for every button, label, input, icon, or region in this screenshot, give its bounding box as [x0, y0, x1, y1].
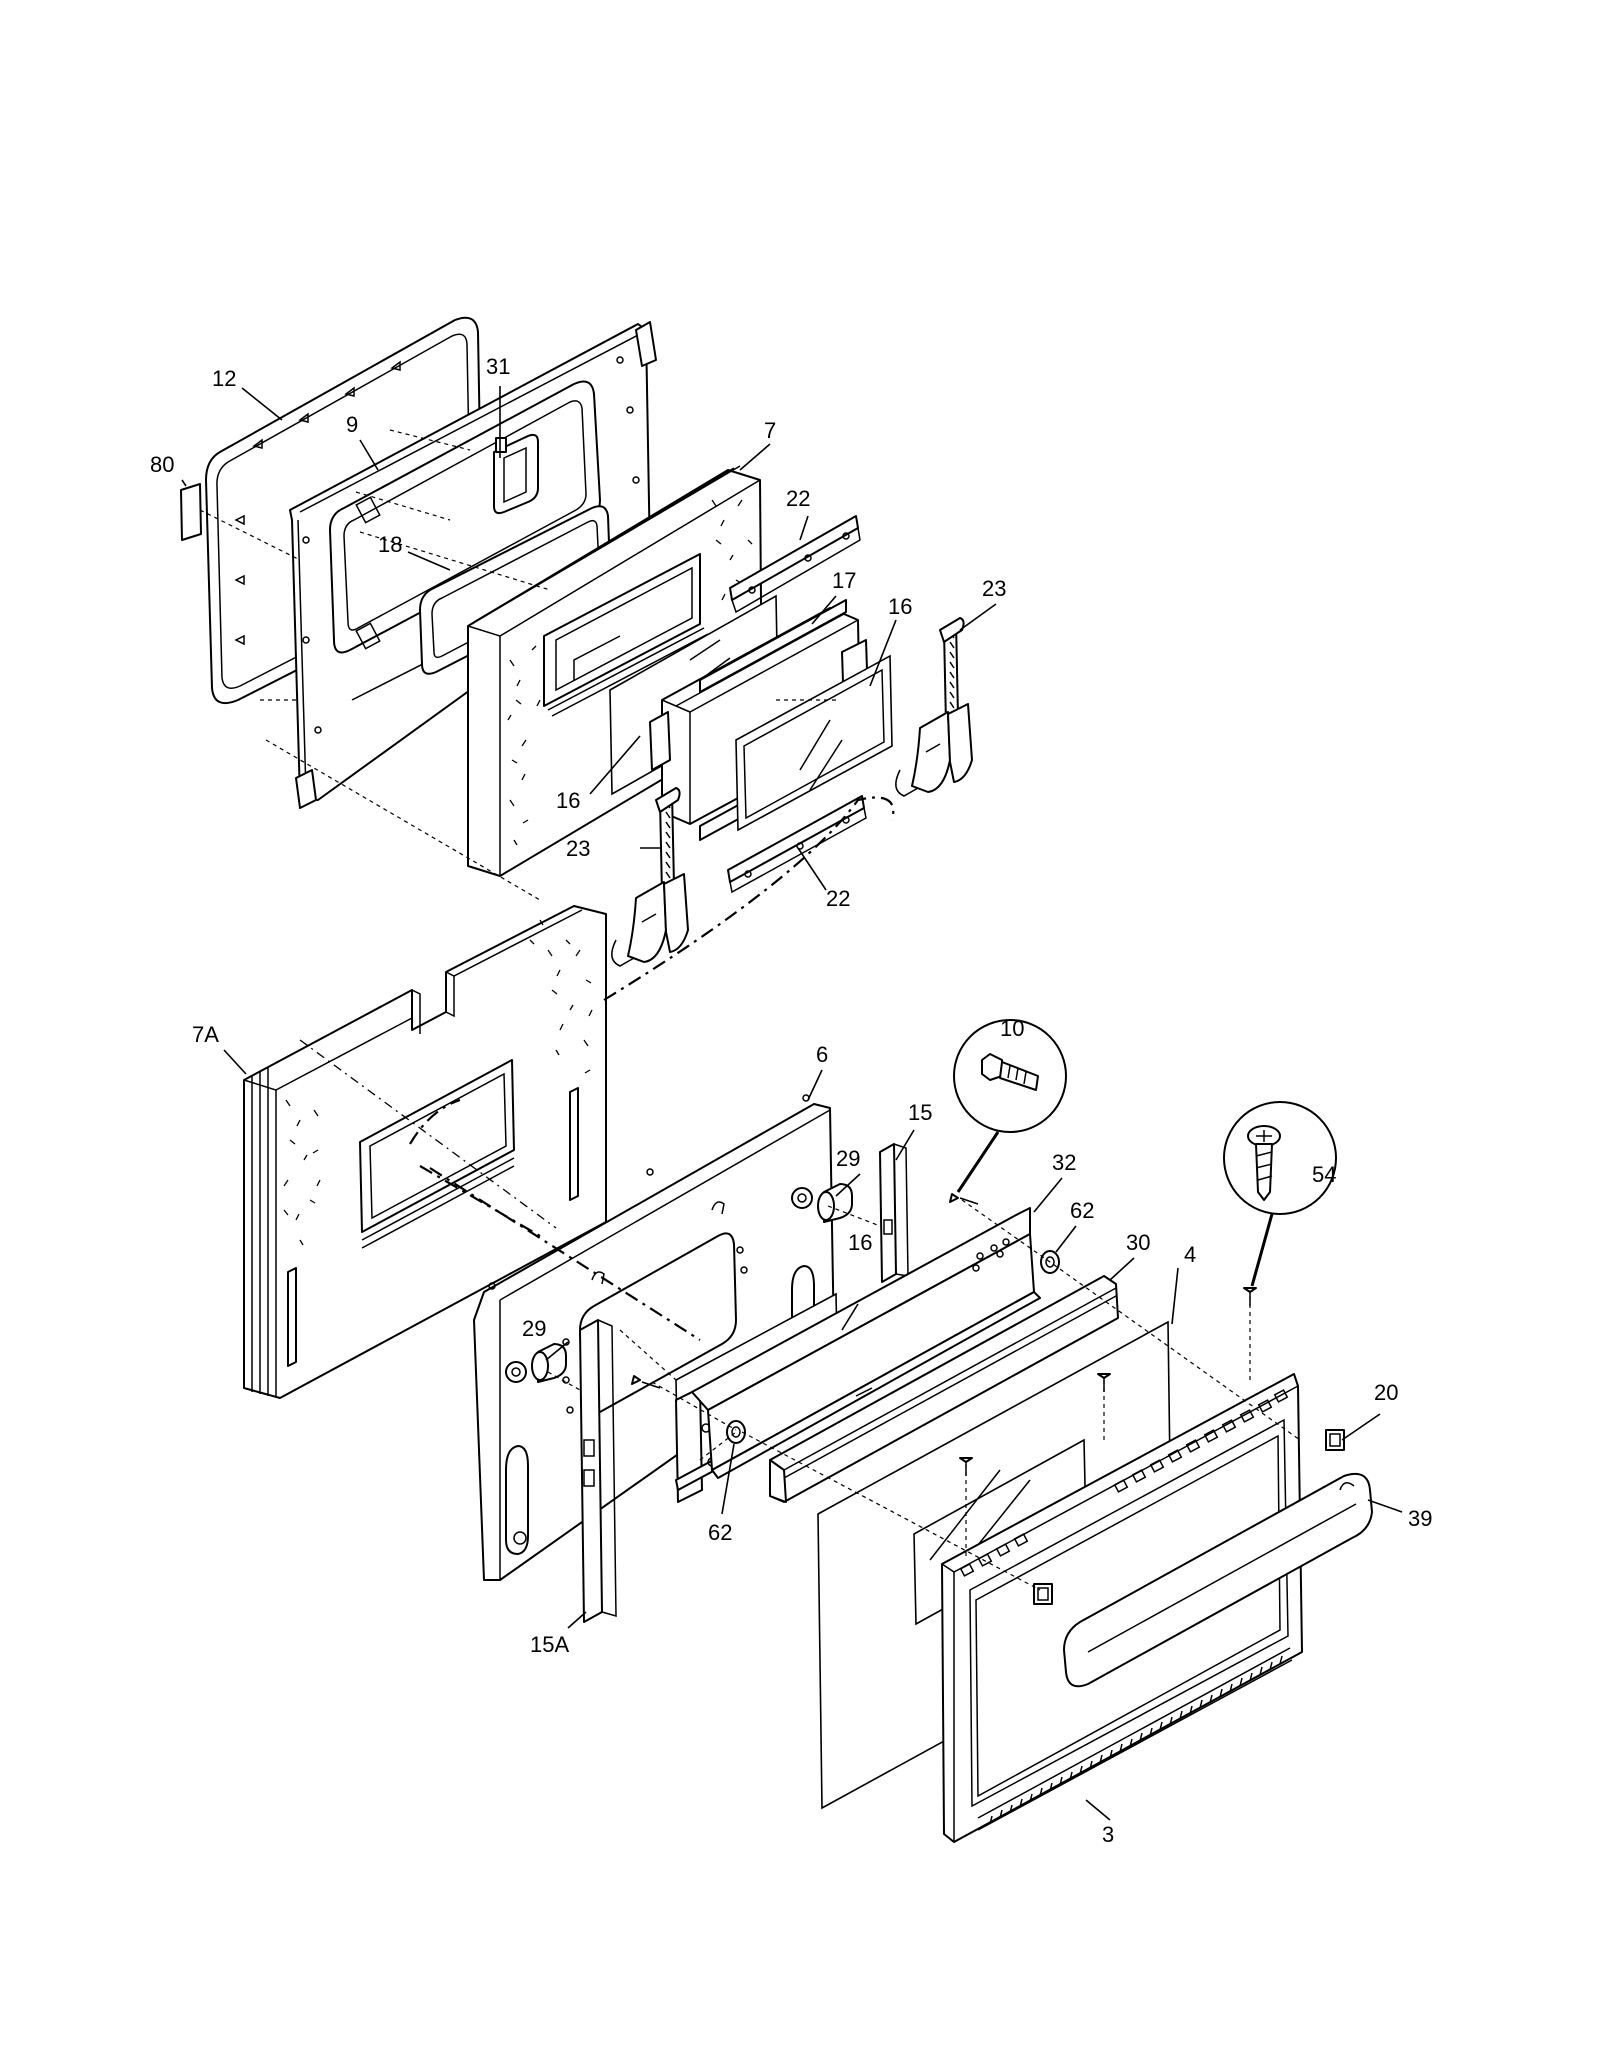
part-20-end-cap-lower	[1033, 1583, 1053, 1605]
callout-15a: 15A	[530, 1632, 569, 1657]
callout-29-lower: 29	[522, 1316, 546, 1341]
callout-23-right: 23	[982, 576, 1006, 601]
detail-circle-54	[1223, 1101, 1337, 1215]
part-62-spacer-lower	[726, 1420, 746, 1444]
callout-4: 4	[1184, 1242, 1196, 1267]
callout-10: 10	[1000, 1016, 1024, 1041]
part-39-handle	[1063, 1472, 1373, 1688]
part-32-channel	[691, 1207, 1041, 1479]
callout-16-left: 16	[556, 788, 580, 813]
part-7-insulation	[467, 465, 763, 877]
alignment-lines	[199, 429, 1301, 1591]
screw-lower-left	[631, 1375, 661, 1389]
callout-16-middle: 16	[848, 1230, 872, 1255]
callout-6: 6	[816, 1042, 828, 1067]
callout-20: 20	[1374, 1380, 1398, 1405]
part-23-hinge-right	[895, 617, 973, 797]
part-22-bottom-bracket	[727, 795, 867, 894]
callout-labels: 12 31 9 80 7 18 22 17 16 23 16 23 22 7A …	[150, 354, 1432, 1847]
part-31-bracket	[493, 433, 539, 515]
screw-upper-left	[949, 1193, 979, 1205]
callout-7a: 7A	[192, 1022, 219, 1047]
callout-22-bottom: 22	[826, 886, 850, 911]
part-15-bracket	[879, 1143, 909, 1283]
callout-3: 3	[1102, 1822, 1114, 1847]
part-22-top-bracket	[729, 515, 861, 614]
part-80-clip	[180, 483, 202, 541]
callout-31: 31	[486, 354, 510, 379]
callout-32: 32	[1052, 1150, 1076, 1175]
callout-17: 17	[832, 568, 856, 593]
detail-circle-10	[953, 1019, 1067, 1133]
part-16-glass-upper-right	[735, 654, 893, 832]
callout-30: 30	[1126, 1230, 1150, 1255]
callout-54: 54	[1312, 1162, 1336, 1187]
callout-18: 18	[378, 532, 402, 557]
part-15a-bracket	[579, 1319, 617, 1623]
callout-80: 80	[150, 452, 174, 477]
callout-62-upper: 62	[1070, 1198, 1094, 1223]
callout-39: 39	[1408, 1506, 1432, 1531]
part-23-hinge-left	[611, 787, 689, 967]
part-30-trim	[769, 1275, 1119, 1503]
callout-15: 15	[908, 1100, 932, 1125]
callout-7: 7	[764, 418, 776, 443]
callout-16-right: 16	[888, 594, 912, 619]
callout-29-upper: 29	[836, 1146, 860, 1171]
callout-23-left: 23	[566, 836, 590, 861]
callout-62-lower: 62	[708, 1520, 732, 1545]
callout-22-top: 22	[786, 486, 810, 511]
part-20-end-cap	[1325, 1429, 1345, 1451]
part-7a-insulation	[243, 905, 607, 1399]
callout-9: 9	[346, 412, 358, 437]
leader-lines	[181, 386, 1403, 1821]
callout-12: 12	[212, 366, 236, 391]
